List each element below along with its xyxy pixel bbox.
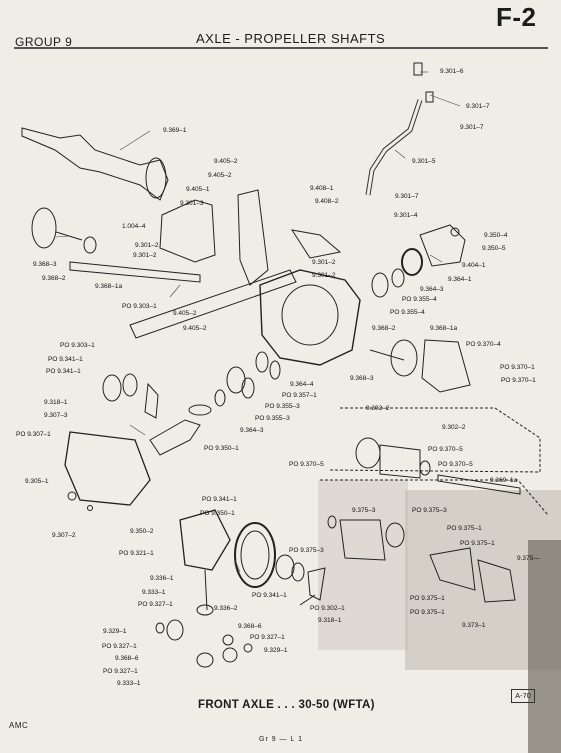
page-footer: Gr 9 — L 1: [259, 736, 303, 743]
part-label: 9.301–6: [440, 68, 464, 75]
part-label: PO 9.302–1: [310, 605, 345, 612]
part-label: PO 9.341–1: [202, 496, 237, 503]
part-label: 9.333–1: [142, 589, 166, 596]
part-label: 9.405–2: [208, 172, 232, 179]
part-label: 9.333–1: [117, 680, 141, 687]
part-label: PO 9.341–1: [46, 368, 81, 375]
page-title: AXLE - PROPELLER SHAFTS: [196, 31, 386, 46]
part-label: PO 9.303–1: [60, 342, 95, 349]
part-label: 9.336–1: [150, 575, 174, 582]
part-label: PO 9.355–4: [402, 296, 437, 303]
part-label: PO 9.370–1: [501, 377, 536, 384]
figure-caption: FRONT AXLE . . . 30-50 (WFTA): [198, 699, 375, 711]
part-label: 9.301–5: [412, 158, 436, 165]
part-label: 9.405–1: [186, 186, 210, 193]
part-label: 9.364–1: [448, 276, 472, 283]
part-label: 9.301–2: [133, 252, 157, 259]
part-label: 9.305–1: [25, 478, 49, 485]
part-label: 9.364–3: [420, 286, 444, 293]
part-label: 9.350–5: [482, 245, 506, 252]
part-label: PO 9.375–1: [410, 595, 445, 602]
part-label: PO 9.375–1: [447, 525, 482, 532]
part-label: 9.368–1a: [430, 325, 458, 332]
part-label: PO 9.327–1: [103, 668, 138, 675]
part-label: 9.364–4: [290, 381, 314, 388]
part-label: PO 9.307–1: [16, 431, 51, 438]
part-label: 9.404–1: [462, 262, 486, 269]
part-label: PO 9.327–1: [138, 601, 173, 608]
part-label: 9.302–2: [442, 424, 466, 431]
part-label: PO 9.357–1: [282, 392, 317, 399]
part-label: 9.405–2: [214, 158, 238, 165]
part-label: PO 9.355–4: [390, 309, 425, 316]
part-label: 9.368–2: [42, 275, 66, 282]
part-label: 9.368–2: [372, 325, 396, 332]
part-label: 9.375–3: [352, 507, 376, 514]
part-label: PO 9.341–1: [48, 356, 83, 363]
part-label: PO 9.350–1: [200, 510, 235, 517]
part-label: PO 9.370–5: [438, 461, 473, 468]
figure-reference: A-70: [511, 689, 535, 703]
part-label: 9.375—: [517, 555, 540, 562]
part-label: 9.408–1: [310, 185, 334, 192]
part-label: PO 9.375–1: [460, 540, 495, 547]
part-label: 9.307–2: [52, 532, 76, 539]
part-label: PO 9.350–1: [204, 445, 239, 452]
part-label: PO 9.375–1: [410, 609, 445, 616]
part-label: 9.301–7: [395, 193, 419, 200]
part-label: 9.350–2: [130, 528, 154, 535]
part-label: 9.329–1: [264, 647, 288, 654]
part-label: 9.368–3: [33, 261, 57, 268]
part-label: 9.301–2: [312, 259, 336, 266]
part-label: 9.301–2: [312, 272, 336, 279]
photo-shadow-left: [318, 480, 408, 650]
part-label: 9.301–7: [466, 103, 490, 110]
part-label: 9.307–3: [44, 412, 68, 419]
part-label: 9.301–7: [460, 124, 484, 131]
part-label: 9.368–3: [350, 375, 374, 382]
part-label: 9.369–1a: [490, 477, 518, 484]
part-label: PO 9.370–5: [428, 446, 463, 453]
group-heading: GROUP 9: [15, 35, 73, 49]
part-label: 9.405–2: [173, 310, 197, 317]
part-label: 9.329–1: [103, 628, 127, 635]
part-label: 9.350–4: [484, 232, 508, 239]
part-label: PO 9.355–3: [255, 415, 290, 422]
part-label: 9.318–1: [318, 617, 342, 624]
part-label: PO 9.327–1: [102, 643, 137, 650]
page-code: F-2: [496, 2, 537, 32]
part-label: 9.364–3: [240, 427, 264, 434]
part-label: PO 9.355–3: [265, 403, 300, 410]
part-label: 9.301–3: [180, 200, 204, 207]
part-label: 1.004–4: [122, 223, 146, 230]
part-label: PO 9.341–1: [252, 592, 287, 599]
part-label: PO 9.321–1: [119, 550, 154, 557]
part-label: PO 9.370–5: [289, 461, 324, 468]
part-label: 9.301–2: [135, 242, 159, 249]
part-label: 9.336–2: [214, 605, 238, 612]
part-label: 9.318–1: [44, 399, 68, 406]
part-label: PO 9.327–1: [250, 634, 285, 641]
part-label: 9.368–6: [238, 623, 262, 630]
part-label: 9.368–6: [115, 655, 139, 662]
photo-dark-corner: [528, 540, 561, 753]
part-label: PO 9.375–3: [412, 507, 447, 514]
part-label: 9.302–2: [366, 405, 390, 412]
part-label: 9.368–1a: [95, 283, 123, 290]
part-label: 9.373–1: [462, 622, 486, 629]
part-label: 9.301–4: [394, 212, 418, 219]
part-label: PO 9.375–3: [289, 547, 324, 554]
part-label: 9.408–2: [315, 198, 339, 205]
part-label: PO 9.370–4: [466, 341, 501, 348]
manufacturer-mark: AMC: [9, 721, 29, 730]
part-label: 9.369–1: [163, 127, 187, 134]
part-label: 9.405–2: [183, 325, 207, 332]
part-label: PO 9.303–1: [122, 303, 157, 310]
part-label: PO 9.370–1: [500, 364, 535, 371]
